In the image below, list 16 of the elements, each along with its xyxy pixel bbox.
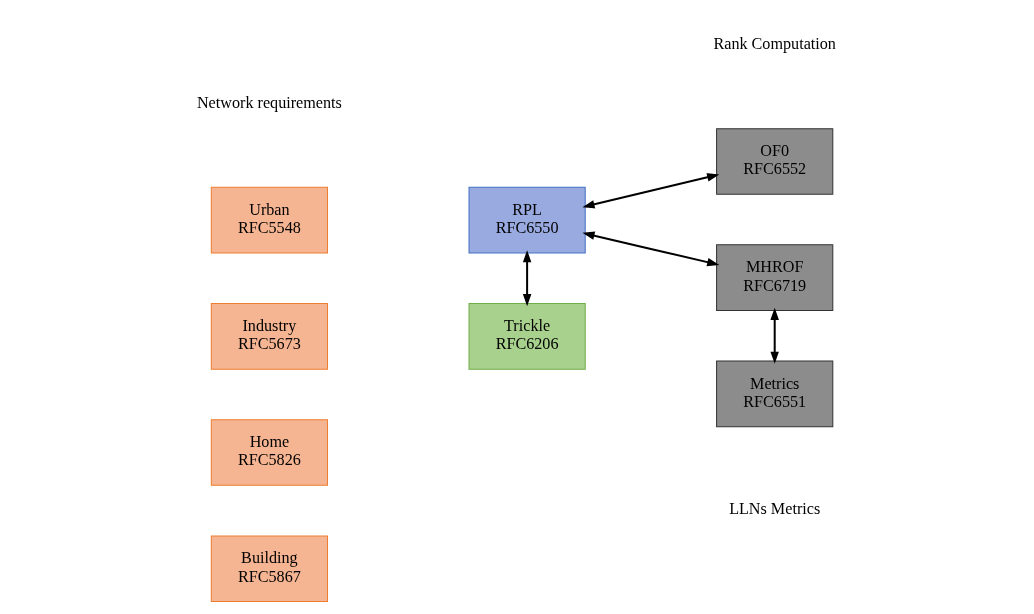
label: LLNs Metrics [729, 499, 821, 517]
node-box: MHROF RFC6719 [716, 244, 834, 312]
node-box: RPL RFC6550 [468, 186, 586, 254]
node-box: Trickle RFC6206 [468, 302, 586, 370]
node-box: OF0 RFC6552 [716, 128, 834, 195]
arrow [770, 307, 779, 364]
node-box: Industry RFC5673 [210, 302, 329, 370]
arrow [582, 231, 720, 267]
node-box: Metrics RFC6551 [716, 360, 834, 428]
arrow [522, 250, 532, 307]
node-box: Building RFC5867 [210, 535, 329, 603]
node-box: Urban RFC5548 [210, 186, 329, 254]
node-box: Home RFC5826 [210, 419, 329, 486]
label: Network requirements [196, 93, 342, 111]
arrow [582, 173, 720, 209]
label: Rank Computation [713, 35, 836, 53]
